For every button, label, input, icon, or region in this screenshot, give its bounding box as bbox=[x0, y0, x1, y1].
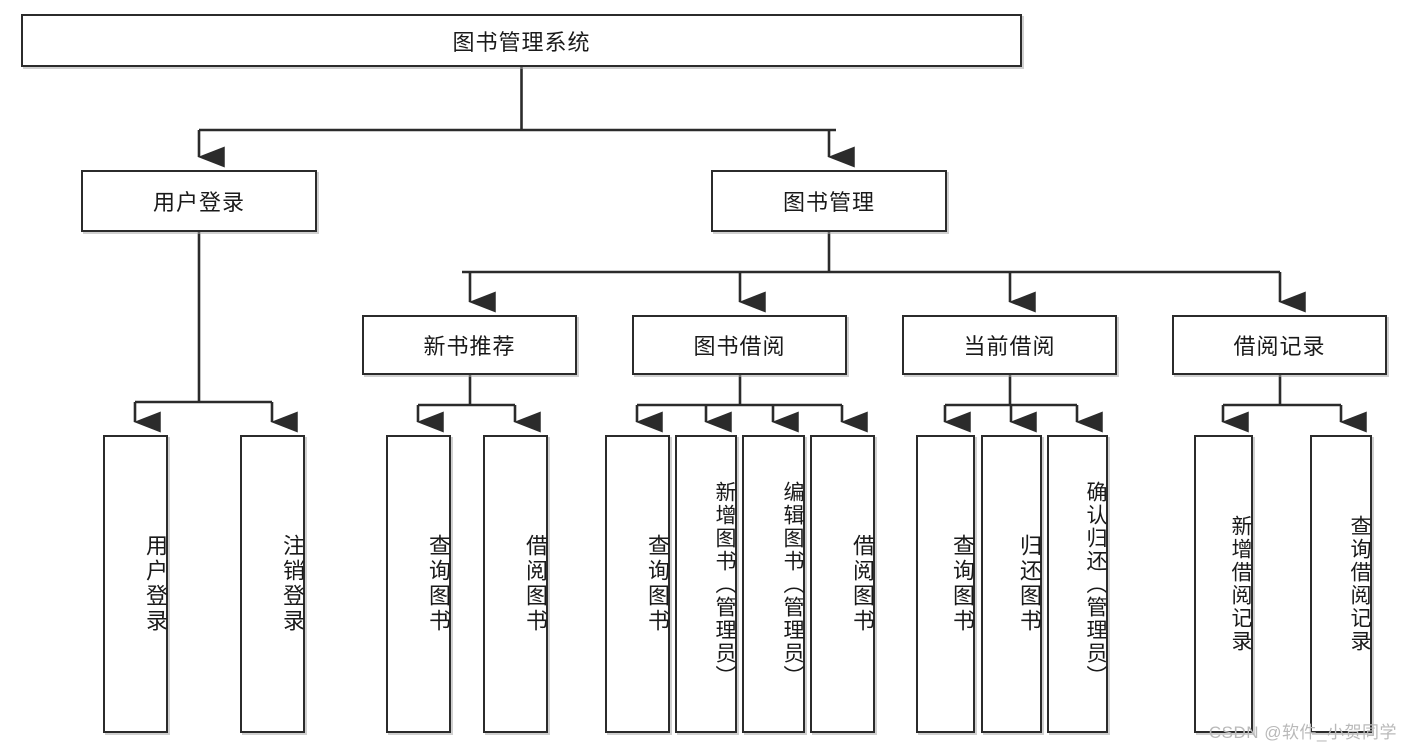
node-book-manage-label: 图书管理 bbox=[782, 190, 875, 215]
leaf-confirm-return[interactable]: 确认归还（管理员） bbox=[1047, 435, 1108, 733]
leaf-add-book[interactable]: 新增图书（管理员） bbox=[675, 435, 737, 733]
leaf-borrow-book-1[interactable]: 借阅图书 bbox=[483, 435, 548, 733]
node-book-borrow-label: 图书借阅 bbox=[693, 334, 786, 359]
node-book-manage[interactable]: 图书管理 bbox=[711, 170, 947, 232]
node-current-borrow[interactable]: 当前借阅 bbox=[902, 315, 1117, 375]
leaf-query-book-2-label: 查询图书 bbox=[645, 534, 670, 634]
leaf-query-record[interactable]: 查询借阅记录 bbox=[1310, 435, 1372, 733]
leaf-query-book-3[interactable]: 查询图书 bbox=[916, 435, 975, 733]
leaf-query-book-1-label: 查询图书 bbox=[426, 534, 451, 634]
node-new-book-rec-label: 新书推荐 bbox=[423, 334, 516, 359]
leaf-confirm-return-label: 确认归还（管理员） bbox=[1084, 480, 1107, 688]
leaf-user-logout-label: 注销登录 bbox=[280, 534, 305, 634]
leaf-query-record-label: 查询借阅记录 bbox=[1348, 515, 1371, 653]
leaf-user-login[interactable]: 用户登录 bbox=[103, 435, 168, 733]
leaf-add-record-label: 新增借阅记录 bbox=[1229, 515, 1252, 653]
node-current-borrow-label: 当前借阅 bbox=[963, 334, 1056, 359]
leaf-return-book-label: 归还图书 bbox=[1017, 534, 1042, 634]
csdn-watermark: CSDN @软件_小贺同学 bbox=[1208, 723, 1397, 742]
leaf-borrow-book-1-label: 借阅图书 bbox=[523, 534, 548, 634]
node-new-book-rec[interactable]: 新书推荐 bbox=[362, 315, 577, 375]
leaf-edit-book-label: 编辑图书（管理员） bbox=[781, 480, 804, 688]
leaf-borrow-book-2[interactable]: 借阅图书 bbox=[810, 435, 875, 733]
node-root[interactable]: 图书管理系统 bbox=[21, 14, 1022, 67]
leaf-add-record[interactable]: 新增借阅记录 bbox=[1194, 435, 1253, 733]
leaf-user-login-label: 用户登录 bbox=[143, 534, 168, 634]
leaf-query-book-2[interactable]: 查询图书 bbox=[605, 435, 670, 733]
node-borrow-record[interactable]: 借阅记录 bbox=[1172, 315, 1387, 375]
node-borrow-record-label: 借阅记录 bbox=[1233, 334, 1326, 359]
leaf-query-book-1[interactable]: 查询图书 bbox=[386, 435, 451, 733]
leaf-borrow-book-2-label: 借阅图书 bbox=[850, 534, 875, 634]
leaf-query-book-3-label: 查询图书 bbox=[950, 534, 975, 634]
leaf-add-book-label: 新增图书（管理员） bbox=[713, 480, 736, 688]
node-root-label: 图书管理系统 bbox=[452, 29, 591, 55]
leaf-user-logout[interactable]: 注销登录 bbox=[240, 435, 305, 733]
leaf-edit-book[interactable]: 编辑图书（管理员） bbox=[742, 435, 805, 733]
node-user-login-label: 用户登录 bbox=[152, 190, 245, 215]
node-book-borrow[interactable]: 图书借阅 bbox=[632, 315, 847, 375]
leaf-return-book[interactable]: 归还图书 bbox=[981, 435, 1042, 733]
node-user-login[interactable]: 用户登录 bbox=[81, 170, 317, 232]
